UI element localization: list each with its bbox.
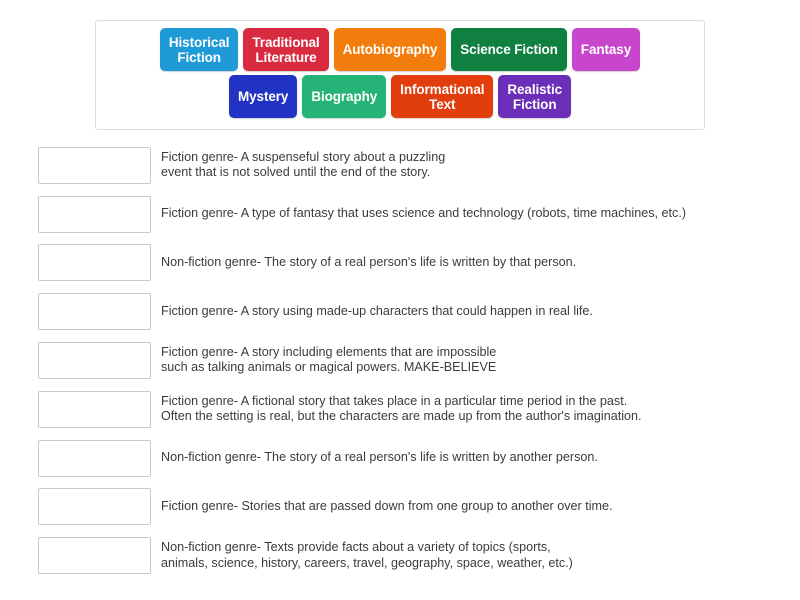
answer-drop-box[interactable] bbox=[38, 537, 151, 575]
answer-definition-text: Non-fiction genre- The story of a real p… bbox=[161, 450, 598, 465]
answer-drop-box[interactable] bbox=[38, 341, 151, 379]
answer-row: Fiction genre- A suspenseful story about… bbox=[0, 141, 800, 190]
answer-row: Non-fiction genre- The story of a real p… bbox=[0, 434, 800, 483]
answer-row-list: Fiction genre- A suspenseful story about… bbox=[0, 141, 800, 580]
answer-row: Fiction genre- A type of fantasy that us… bbox=[0, 190, 800, 239]
answer-row: Non-fiction genre- Texts provide facts a… bbox=[0, 531, 800, 580]
answer-drop-box[interactable] bbox=[38, 488, 151, 526]
answer-row: Fiction genre- A story using made-up cha… bbox=[0, 287, 800, 336]
genre-tile[interactable]: Autobiography bbox=[333, 28, 447, 71]
genre-tile[interactable]: Fantasy bbox=[571, 28, 641, 71]
answer-definition-text: Fiction genre- A type of fantasy that us… bbox=[161, 206, 687, 221]
answer-definition-text: Fiction genre- A story using made-up cha… bbox=[161, 303, 593, 318]
answer-definition-text: Fiction genre- A fictional story that ta… bbox=[161, 393, 642, 424]
genre-tile[interactable]: Biography bbox=[302, 75, 387, 118]
genre-tile[interactable]: Science Fiction bbox=[451, 28, 567, 71]
answer-definition-text: Fiction genre- A story including element… bbox=[161, 344, 497, 375]
answer-definition-text: Non-fiction genre- The story of a real p… bbox=[161, 255, 577, 270]
answer-drop-box[interactable] bbox=[38, 390, 151, 428]
answer-drop-box[interactable] bbox=[38, 195, 151, 233]
answer-drop-box[interactable] bbox=[38, 439, 151, 477]
genre-tile[interactable]: Informational Text bbox=[391, 75, 494, 118]
answer-drop-box[interactable] bbox=[38, 293, 151, 331]
answer-row: Non-fiction genre- The story of a real p… bbox=[0, 239, 800, 288]
genre-tile[interactable]: Historical Fiction bbox=[159, 28, 239, 71]
answer-definition-text: Fiction genre- Stories that are passed d… bbox=[161, 499, 613, 514]
answer-definition-text: Fiction genre- A suspenseful story about… bbox=[161, 149, 446, 180]
answer-row: Fiction genre- A story including element… bbox=[0, 336, 800, 385]
genre-tile[interactable]: Mystery bbox=[228, 75, 298, 118]
answer-row: Fiction genre- Stories that are passed d… bbox=[0, 482, 800, 531]
answer-drop-box[interactable] bbox=[38, 244, 151, 282]
answer-row: Fiction genre- A fictional story that ta… bbox=[0, 385, 800, 434]
answer-drop-box[interactable] bbox=[38, 146, 151, 184]
genre-tile[interactable]: Traditional Literature bbox=[243, 28, 329, 71]
genre-tile[interactable]: Realistic Fiction bbox=[498, 75, 572, 118]
answer-definition-text: Non-fiction genre- Texts provide facts a… bbox=[161, 540, 573, 570]
